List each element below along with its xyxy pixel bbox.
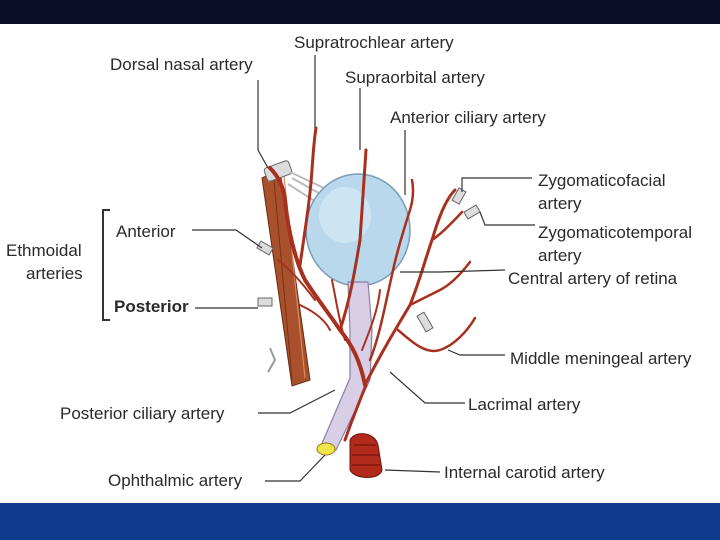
ethmoidal-bracket [102, 209, 110, 321]
label-supraorbital-artery: Supraorbital artery [345, 68, 485, 87]
label-zygomaticotemporal-2: artery [538, 246, 582, 265]
label-lacrimal-artery: Lacrimal artery [468, 395, 581, 414]
label-middle-meningeal-artery: Middle meningeal artery [510, 349, 692, 368]
internal-carotid-vessel [349, 433, 383, 478]
label-posterior-ciliary-artery: Posterior ciliary artery [60, 404, 225, 423]
label-central-artery-of-retina: Central artery of retina [508, 269, 678, 288]
label-zygomaticofacial-1: Zygomaticofacial [538, 171, 666, 190]
label-dorsal-nasal-artery: Dorsal nasal artery [110, 55, 253, 74]
label-ethmoidal-2: arteries [26, 264, 83, 283]
bottom-bar [0, 503, 720, 540]
label-internal-carotid-artery: Internal carotid artery [444, 463, 605, 482]
label-anterior: Anterior [116, 222, 176, 241]
artery-network [268, 126, 477, 442]
label-zygomaticotemporal-1: Zygomaticotemporal [538, 223, 692, 242]
leader-lines [192, 55, 535, 482]
label-supratrochlear-artery: Supratrochlear artery [294, 33, 454, 52]
label-anterior-ciliary-artery: Anterior ciliary artery [390, 108, 546, 127]
label-posterior: Posterior [114, 297, 189, 316]
label-ethmoidal-1: Ethmoidal [6, 241, 82, 260]
label-zygomaticofacial-2: artery [538, 194, 582, 213]
top-bar [0, 0, 720, 24]
vessel-stubs [256, 187, 481, 373]
label-ophthalmic-artery: Ophthalmic artery [108, 471, 243, 490]
